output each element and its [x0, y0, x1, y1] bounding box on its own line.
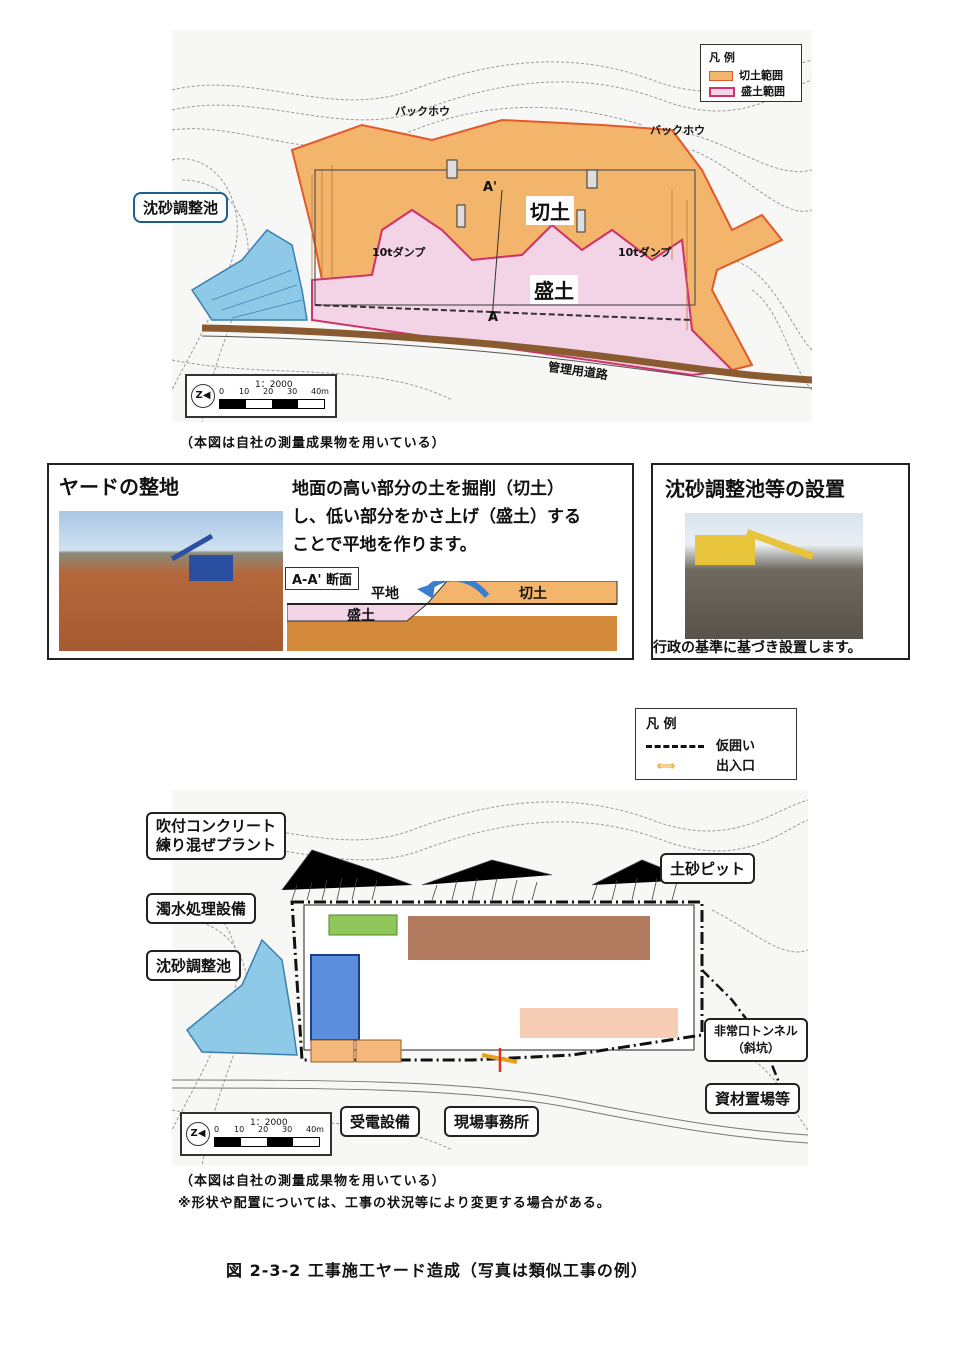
callout-shotcrete-plant: 吹付コンクリート 練り混ぜプラント — [146, 812, 287, 860]
callout-materials-yard: 資材置場等 — [705, 1083, 801, 1114]
label-dump-2: 10tダンプ — [618, 246, 672, 259]
bottom-map-note: ※形状や配置については、工事の状況等により変更する場合がある。 — [178, 1196, 611, 1211]
management-road — [201, 324, 812, 384]
callout-turbid-water: 濁水処理設備 — [146, 893, 257, 924]
callout-site-office: 現場事務所 — [444, 1106, 540, 1137]
bottom-legend-item-fence: 仮囲い — [646, 735, 755, 754]
callout-sediment-pond-bottom: 沈砂調整池 — [146, 950, 242, 981]
double-arrow-icon: ⟺ — [656, 759, 676, 774]
section-label-cut: 切土 — [519, 586, 547, 602]
tick: 40m — [306, 1125, 324, 1134]
top-scale-ratio: 1：2000 — [255, 380, 293, 390]
label-a-prime: A' — [483, 180, 498, 195]
section-label-fill: 盛土 — [347, 608, 375, 624]
bottom-map-drawing — [172, 799, 808, 1166]
panel-yard-leveling: ヤードの整地 地面の高い部分の土を掘削（切土） し、低い部分をかさ上げ（盛土）す… — [47, 463, 634, 660]
dump-marker-1 — [456, 204, 466, 228]
excavator-shape-2 — [695, 535, 755, 565]
yard-photo — [59, 511, 283, 651]
panel-pond-note: 行政の基準に基づき設置します。 — [653, 640, 862, 656]
bottom-legend-title: 凡 例 — [646, 717, 677, 732]
tick: 30 — [282, 1125, 293, 1134]
north-arrow-icon: Z◀ — [186, 1122, 210, 1146]
scale-bar-segments — [219, 399, 325, 409]
north-arrow-icon: Z◀ — [191, 384, 215, 408]
pond-area — [190, 229, 308, 321]
bottom-legend-fence-label: 仮囲い — [716, 739, 756, 754]
pond-area-bottom — [185, 938, 298, 1056]
excavator-shape — [189, 555, 233, 581]
cut-swatch — [709, 71, 733, 81]
label-fill-top: 盛土 — [530, 275, 578, 304]
power-block — [310, 1039, 355, 1063]
office-block — [355, 1039, 402, 1063]
water-facility-block — [310, 954, 360, 1041]
top-map-drawing — [172, 59, 812, 422]
callout-power-receiving: 受電設備 — [340, 1106, 421, 1137]
panel-pond-install: 沈砂調整池等の設置 行政の基準に基づき設置します。 — [651, 463, 910, 660]
top-legend-fill-label: 盛土範囲 — [741, 85, 785, 98]
tick: 0 — [214, 1125, 220, 1134]
bottom-map-caption: （本図は自社の測量成果物を用いている） — [180, 1174, 446, 1189]
bottom-legend: 凡 例 仮囲い ⟺ 出入口 — [635, 708, 797, 780]
yard-desc-line-2: し、低い部分をかさ上げ（盛土）する — [292, 507, 581, 527]
label-dump-1: 10tダンプ — [372, 246, 426, 259]
yard-desc-line-3: ことで平地を作ります。 — [292, 535, 477, 555]
dump-marker-2 — [576, 209, 586, 233]
top-scale-bar: Z◀ 1：2000 0 10 20 30 40m — [185, 374, 337, 418]
callout-soil-pit: 土砂ピット — [660, 853, 756, 884]
plant-label-line-1: 吹付コンクリート — [156, 817, 277, 835]
scale-bar-segments — [214, 1137, 320, 1147]
label-backhoe-1: バックホウ — [395, 105, 450, 118]
soil-pit-block — [408, 916, 650, 960]
section-label-flat: 平地 — [371, 586, 399, 602]
bottom-scale-bar: Z◀ 1：2000 0 10 20 30 40m — [180, 1112, 332, 1156]
backhoe-marker-2 — [586, 169, 598, 189]
tick: 30 — [287, 387, 298, 396]
tunnel-label-line-1: 非常口トンネル — [714, 1024, 798, 1038]
backhoe-marker-1 — [446, 159, 458, 179]
label-cut-top: 切土 — [526, 196, 574, 225]
fill-swatch — [709, 87, 735, 97]
tick: 20 — [263, 387, 274, 396]
plant-block — [328, 914, 398, 936]
label-a: A — [488, 310, 499, 325]
materials-block — [520, 1008, 678, 1038]
panel-yard-title: ヤードの整地 — [59, 475, 179, 499]
top-legend-title: 凡 例 — [709, 51, 735, 64]
tick: 0 — [219, 387, 225, 396]
bottom-scale-ratio: 1：2000 — [250, 1118, 288, 1128]
tick: 40m — [311, 387, 329, 396]
top-legend-cut-label: 切土範囲 — [739, 69, 783, 82]
panel-yard-description: 地面の高い部分の土を掘削（切土） し、低い部分をかさ上げ（盛土）する ことで平地… — [292, 475, 581, 559]
top-legend-item-fill: 盛土範囲 — [709, 83, 785, 99]
tunnel-label-line-2: （斜坑） — [731, 1041, 780, 1055]
yard-desc-line-1: 地面の高い部分の土を掘削（切土） — [292, 479, 564, 499]
tick: 20 — [258, 1125, 269, 1134]
bottom-legend-item-entrance: ⟺ 出入口 — [646, 755, 755, 774]
section-diagram — [287, 581, 618, 651]
section-label: A-A' 断面 — [285, 567, 360, 590]
bottom-legend-entrance-label: 出入口 — [716, 759, 756, 774]
tick: 10 — [239, 387, 250, 396]
dash-dot-line-icon — [646, 745, 704, 748]
label-backhoe-2: バックホウ — [650, 124, 705, 137]
plant-label-line-2: 練り混ぜプラント — [156, 836, 277, 854]
callout-sediment-pond-top: 沈砂調整池 — [133, 192, 229, 223]
callout-emergency-tunnel: 非常口トンネル （斜坑） — [704, 1018, 808, 1062]
figure-caption: 図 2-3-2 工事施工ヤード造成（写真は類似工事の例） — [226, 1261, 648, 1280]
panel-pond-title: 沈砂調整池等の設置 — [665, 477, 845, 501]
tick: 10 — [234, 1125, 245, 1134]
top-legend: 凡 例 切土範囲 盛土範囲 — [700, 44, 802, 102]
pond-photo — [685, 513, 863, 639]
top-map-caption: （本図は自社の測量成果物を用いている） — [180, 436, 446, 451]
top-legend-item-cut: 切土範囲 — [709, 67, 783, 83]
excavator-arm-2 — [745, 529, 815, 560]
